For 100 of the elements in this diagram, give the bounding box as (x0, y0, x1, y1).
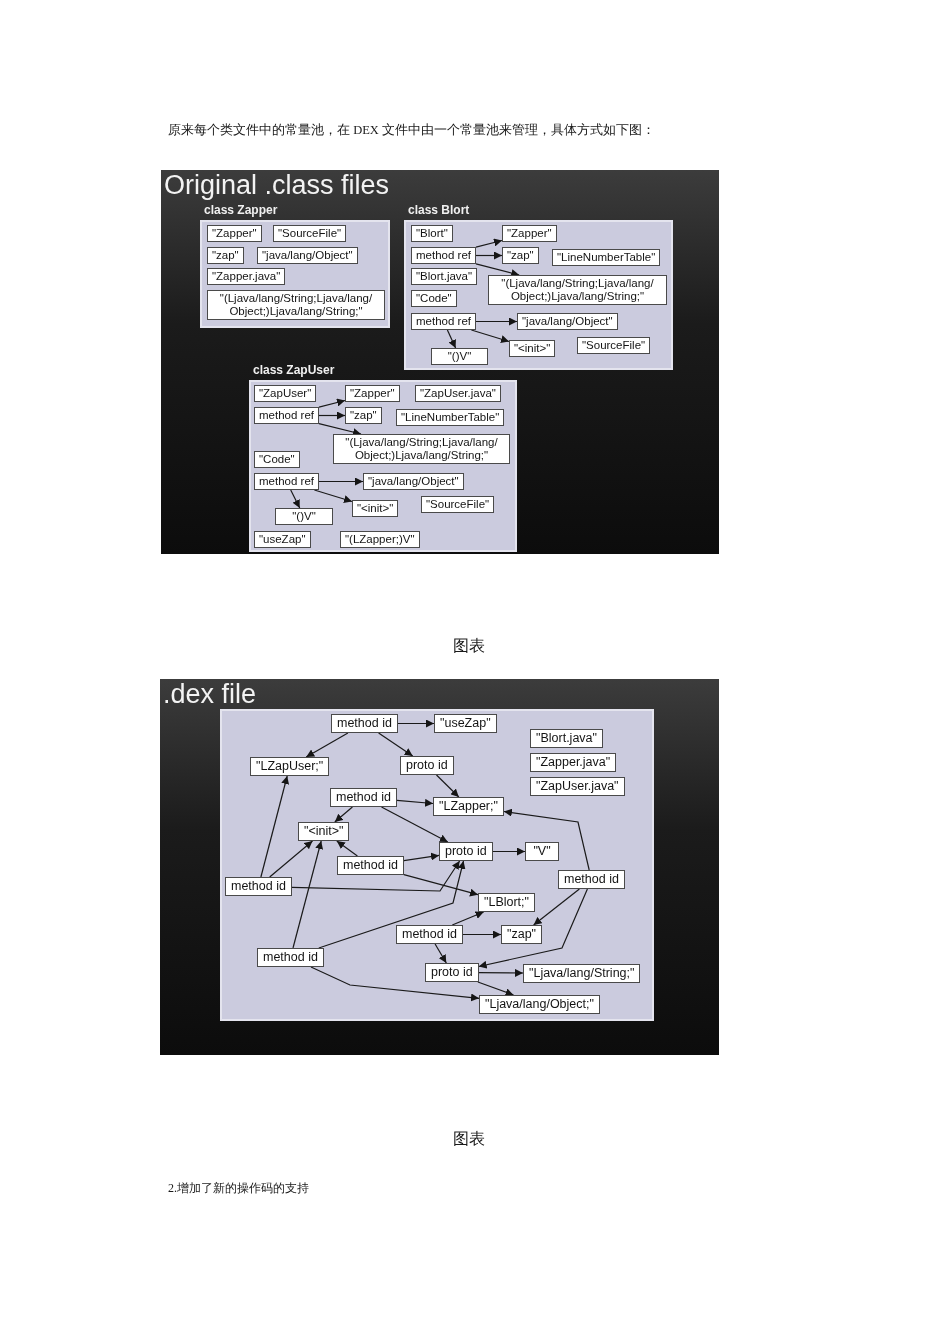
arrow (396, 798, 434, 807)
arrow (305, 732, 349, 758)
arrow (310, 966, 480, 1002)
arrow (478, 968, 524, 977)
entry-box: "zap" (501, 925, 543, 944)
figure-caption: 图表 (453, 636, 485, 656)
arrow (397, 719, 435, 728)
entry-box: "Zapper.java" (530, 753, 617, 772)
entry-box: "LZapper;" (433, 797, 504, 816)
entry-box: method ref (411, 313, 476, 330)
arrow (475, 238, 503, 248)
entry-box: method id (330, 788, 397, 807)
entry-box: method id (396, 925, 463, 944)
entry-box: "useZap" (254, 531, 311, 548)
arrow (446, 329, 457, 349)
arrow (475, 263, 520, 277)
arrow (313, 489, 353, 503)
entry-box: "ZapUser" (254, 385, 317, 402)
pool-box (220, 709, 654, 1021)
arrow (470, 329, 510, 343)
arrow (403, 874, 479, 897)
entry-box: "Zapper" (502, 225, 557, 242)
class-heading: class Zapper (204, 203, 278, 217)
arrow (334, 806, 353, 823)
arrow (478, 888, 588, 969)
entry-box: "Zapper.java" (207, 268, 286, 285)
entry-box: method id (337, 856, 404, 875)
arrow (318, 411, 346, 420)
entry-box: "zap" (207, 247, 244, 264)
arrow (533, 888, 580, 926)
entry-box: "ZapUser.java" (530, 777, 625, 796)
entry-box: proto id (400, 756, 454, 775)
entry-box: "(LZapper;)V" (340, 531, 420, 548)
entry-box: "(Ljava/lang/String;Ljava/lang/ Object;)Ljava/lang/String;" (207, 290, 385, 320)
entry-box: "(Ljava/lang/String;Ljava/lang/ Object;)Ljava/lang/String;" (333, 434, 510, 464)
arrow (318, 477, 364, 486)
arrow (378, 732, 414, 757)
intro-text: 原来每个类文件中的常量池，在 DEX 文件中由一个常量池来管理，具体方式如下图： (168, 123, 655, 139)
arrow (492, 847, 526, 856)
slide-panel (161, 170, 719, 554)
entry-box: "LineNumberTable" (396, 409, 505, 426)
slide-title: .dex file (163, 681, 257, 708)
arrow (336, 840, 358, 857)
arrow (318, 860, 466, 949)
entry-box: "Zapper" (207, 225, 262, 242)
entry-box: "zap" (345, 407, 382, 424)
entry-box: "()V" (431, 348, 488, 365)
entry-box: "Blort" (411, 225, 453, 242)
arrow (380, 806, 449, 843)
slide-panel (160, 679, 719, 1055)
arrow (475, 317, 518, 326)
entry-box: "(Ljava/lang/String;Ljava/lang/ Object;)Ljava/lang/String;" (488, 275, 667, 305)
arrow (292, 840, 324, 949)
arrow (434, 943, 447, 964)
slide-title: Original .class files (164, 172, 390, 199)
arrow (318, 398, 346, 408)
entry-box: "SourceFile" (421, 496, 495, 513)
arrow (451, 911, 485, 926)
entry-box: "LineNumberTable" (552, 249, 661, 266)
entry-box: method ref (254, 473, 319, 490)
entry-box: "<init>" (298, 822, 350, 841)
arrow (435, 774, 460, 798)
entry-box: "java/lang/Object" (363, 473, 464, 490)
entry-box: proto id (425, 963, 479, 982)
class-heading: class Blort (408, 203, 470, 217)
entry-box: "java/lang/Object" (257, 247, 358, 264)
entry-box: "V" (525, 842, 559, 861)
entry-box: "Ljava/lang/String;" (523, 964, 641, 983)
arrow (291, 860, 461, 892)
entry-box: "Code" (411, 290, 457, 307)
figure-caption: 图表 (453, 1129, 485, 1149)
entry-box: method id (225, 877, 292, 896)
entry-box: "Blort.java" (530, 729, 603, 748)
arrow (477, 981, 515, 996)
entry-box: method id (558, 870, 625, 889)
entry-box: proto id (439, 842, 493, 861)
entry-box: "SourceFile" (577, 337, 651, 354)
arrow (462, 930, 502, 939)
entry-box: method ref (411, 247, 476, 264)
entry-box: "LZapUser;" (250, 757, 330, 776)
entry-box: "()V" (275, 508, 333, 525)
arrow (269, 840, 314, 878)
entry-box: "SourceFile" (273, 225, 347, 242)
entry-box: "ZapUser.java" (415, 385, 501, 402)
entry-box: "Ljava/lang/Object;" (479, 995, 600, 1014)
entry-box: "zap" (502, 247, 539, 264)
entry-box: method ref (254, 407, 319, 424)
arrow (290, 489, 301, 509)
entry-box: "<init>" (352, 500, 399, 517)
entry-box: "Blort.java" (411, 268, 478, 285)
class-heading: class ZapUser (253, 363, 335, 377)
arrow (318, 423, 362, 436)
entry-box: "useZap" (434, 714, 497, 733)
entry-box: "Zapper" (345, 385, 400, 402)
entry-box: "<init>" (509, 340, 556, 357)
entry-box: method id (257, 948, 324, 967)
arrow (503, 808, 590, 871)
entry-box: "Code" (254, 451, 300, 468)
entry-box: "java/lang/Object" (517, 313, 618, 330)
arrow (260, 775, 290, 878)
